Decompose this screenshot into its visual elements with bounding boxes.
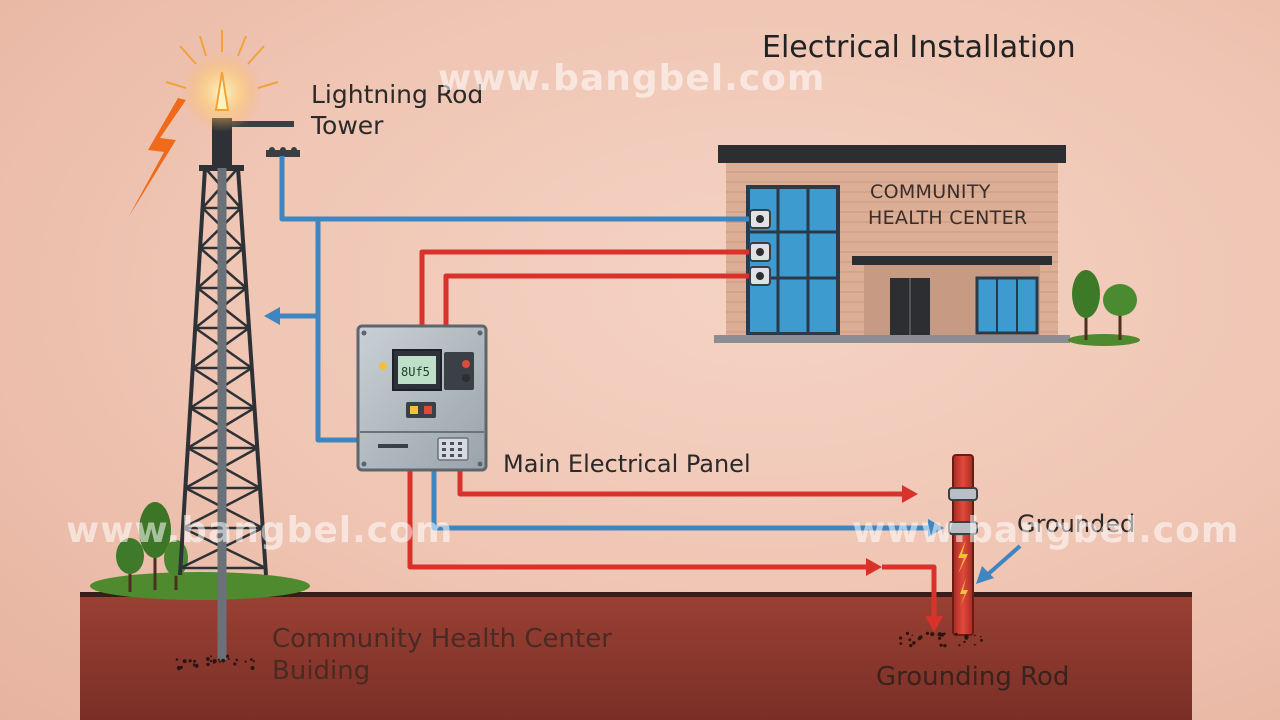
ground-label-line1: Community Health Center xyxy=(272,624,612,654)
arrow-icon xyxy=(866,558,882,576)
building-sign-line2: HEALTH CENTER xyxy=(868,207,1028,229)
lightning-bolt-icon xyxy=(958,540,968,574)
arrow-icon xyxy=(264,307,280,325)
lightning-bolt-icon xyxy=(128,98,186,218)
building-sign-line1: COMMUNITY xyxy=(870,181,991,203)
watermark-right: www.bangbel.com xyxy=(852,510,1240,551)
tree-icon xyxy=(1068,270,1140,346)
arrow-icon xyxy=(976,566,994,584)
main-electrical-panel: 8Uf5 xyxy=(356,324,488,472)
community-health-center-building xyxy=(714,145,1070,343)
grounding-rod xyxy=(948,454,978,636)
svg-text:8Uf5: 8Uf5 xyxy=(401,365,430,379)
watermark-top: www.bangbel.com xyxy=(438,58,826,99)
grounding-rod-label: Grounding Rod xyxy=(876,662,1070,692)
ground-label-line2: Buiding xyxy=(272,656,371,686)
soil xyxy=(80,592,1192,720)
wiring xyxy=(264,156,944,632)
dirt-particles xyxy=(175,631,983,671)
tower-label-line1: Lightning Rod xyxy=(311,80,484,109)
arrow-icon xyxy=(928,519,944,537)
grounded-pointer xyxy=(976,544,1022,584)
spark-icon xyxy=(165,30,279,132)
panel-label: Main Electrical Panel xyxy=(503,450,751,478)
arrow-icon xyxy=(925,616,943,632)
wire-connectors xyxy=(749,209,771,286)
arrow-icon xyxy=(902,485,918,503)
grounded-label: Grounded xyxy=(1017,510,1136,538)
lightning-bolt-icon xyxy=(960,578,968,606)
tower-label-line2: Tower xyxy=(311,111,384,140)
watermark-left: www.bangbel.com xyxy=(66,510,454,551)
page-title: Electrical Installation xyxy=(762,30,1076,65)
